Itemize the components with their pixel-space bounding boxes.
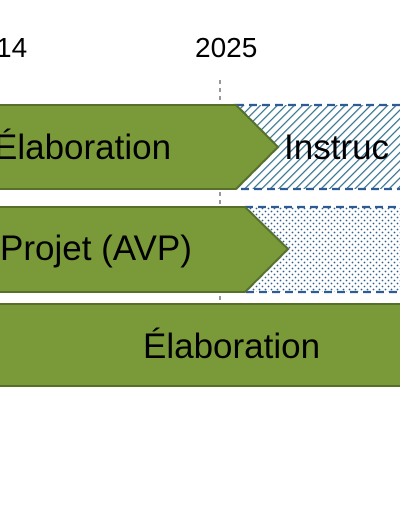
tick-label-2025: 2025 <box>195 32 258 63</box>
row-2-label: Projet (AVP) <box>0 229 192 268</box>
tick-label-left: 14 <box>0 32 28 63</box>
row-1-bar <box>0 104 280 190</box>
row-3-label: Élaboration <box>143 327 321 366</box>
row-1-next-label: Instruc <box>284 128 390 167</box>
row-3-bar <box>0 303 400 387</box>
row-2-bar <box>0 206 290 293</box>
row-1-label: Élaboration <box>0 128 172 167</box>
